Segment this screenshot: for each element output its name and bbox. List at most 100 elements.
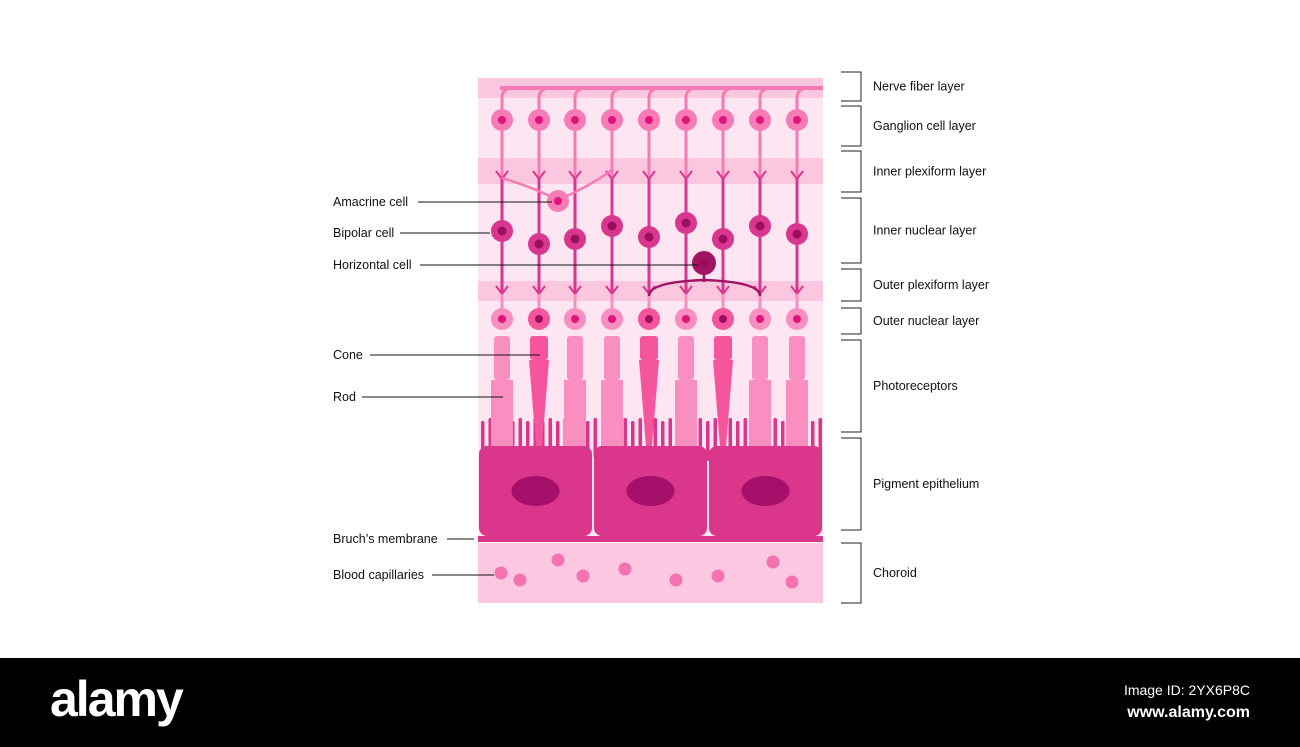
bruchs-membrane [478,536,823,542]
ipl-synapse [568,170,582,181]
choroid-layer [478,543,823,603]
ipl-synapse [716,170,730,181]
cone-tip [533,400,545,446]
ganglion-axon [573,86,588,110]
ganglion-axon [684,86,699,110]
rod-tip [491,400,513,446]
bracket-inner-plexiform [841,150,862,193]
label-cone: Cone [333,348,363,362]
photoreceptor-nucleus [645,315,653,323]
ganglion-nucleus [608,116,616,124]
label-outer-nuclear: Outer nuclear layer [873,314,979,328]
rod-inner-segment [678,336,694,380]
rod-tip [749,400,771,446]
ganglion-nucleus [793,116,801,124]
photoreceptor-nucleus [756,315,764,323]
blood-capillary [766,555,780,569]
ganglion-nucleus [535,116,543,124]
ipl-synapse [753,170,767,181]
label-bipolar: Bipolar cell [333,226,394,240]
bipolar-nucleus [681,218,691,228]
bipolar-nucleus [570,234,580,244]
rod-tip [675,400,697,446]
bipolar-nucleus [792,229,802,239]
ganglion-nucleus [571,116,579,124]
bipolar-nucleus [718,234,728,244]
blood-capillary [618,562,632,576]
photoreceptor-nucleus [682,315,690,323]
microvillus [818,418,822,458]
ganglion-axon [758,86,773,110]
epithelium-nucleus [511,476,560,506]
ganglion-axon [500,86,515,110]
rod-inner-segment [567,336,583,380]
bracket-choroid [841,542,862,604]
label-ganglion: Ganglion cell layer [873,119,976,133]
ganglion-nucleus [756,116,764,124]
bracket-outer-plexiform [841,268,862,302]
brand-logo: alamy [50,671,184,727]
rod-inner-segment [604,336,620,380]
microvillus [593,418,597,458]
bipolar-nucleus [644,232,654,242]
cone-tip [643,400,655,446]
label-rod: Rod [333,390,356,404]
label-inner-nuclear: Inner nuclear layer [873,224,977,238]
bracket-pigment [841,437,862,531]
blood-capillary [551,553,565,567]
photoreceptor-nucleus [719,315,727,323]
rod-tip [786,400,808,446]
bracket-photoreceptors [841,339,862,433]
image-code: Image ID: 2YX6P8C [1123,682,1250,698]
label-photoreceptors: Photoreceptors [873,379,958,393]
rod-inner-segment [494,336,510,380]
site-url[interactable]: www.alamy.com [1127,704,1250,721]
label-outer-plexiform: Outer plexiform layer [873,278,989,292]
label-inner-plexiform: Inner plexiform layer [873,165,986,179]
bipolar-nucleus [755,221,765,231]
bipolar-nucleus [607,221,617,231]
label-pigment: Pigment epithelium [873,477,979,491]
capillary-group [494,553,799,589]
blood-capillary [513,573,527,587]
bipolar-nucleus [534,239,544,249]
cone-inner-segment [714,336,732,360]
blood-capillary [576,569,590,583]
bracket-inner-nuclear [841,197,862,264]
epithelium-nucleus [741,476,790,506]
ganglion-axon [795,86,810,110]
cone-inner-segment [530,336,548,360]
ipl-synapse [679,170,693,181]
bracket-nerve-fiber [841,71,862,102]
bipolar-nucleus [497,226,507,236]
ipl-synapse [790,170,804,181]
bracket-outer-nuclear [841,307,862,335]
ganglion-nucleus [498,116,506,124]
ganglion-axon [537,86,552,110]
label-nerve-fiber: Nerve fiber layer [873,80,965,94]
label-horizontal: Horizontal cell [333,258,412,272]
photoreceptor-nucleus [793,315,801,323]
ganglion-axon [647,86,662,110]
photoreceptor-nucleus [498,315,506,323]
ipl-synapse [532,170,546,181]
label-amacrine: Amacrine cell [333,195,408,209]
rod-tip [564,400,586,446]
label-bruch: Bruch’s membrane [333,532,438,546]
ganglion-nucleus [682,116,690,124]
photoreceptor-nucleus [608,315,616,323]
label-choroid: Choroid [873,566,917,580]
horizontal-nucleus [699,258,709,268]
cell-group [479,86,823,536]
layer-brackets [841,71,862,604]
photoreceptor-nucleus [571,315,579,323]
microvillus [706,421,710,461]
label-capillaries: Blood capillaries [333,568,424,582]
rod-inner-segment [789,336,805,380]
leader-lines [362,201,698,576]
rod-tip [601,400,623,446]
epithelium-nucleus [626,476,675,506]
